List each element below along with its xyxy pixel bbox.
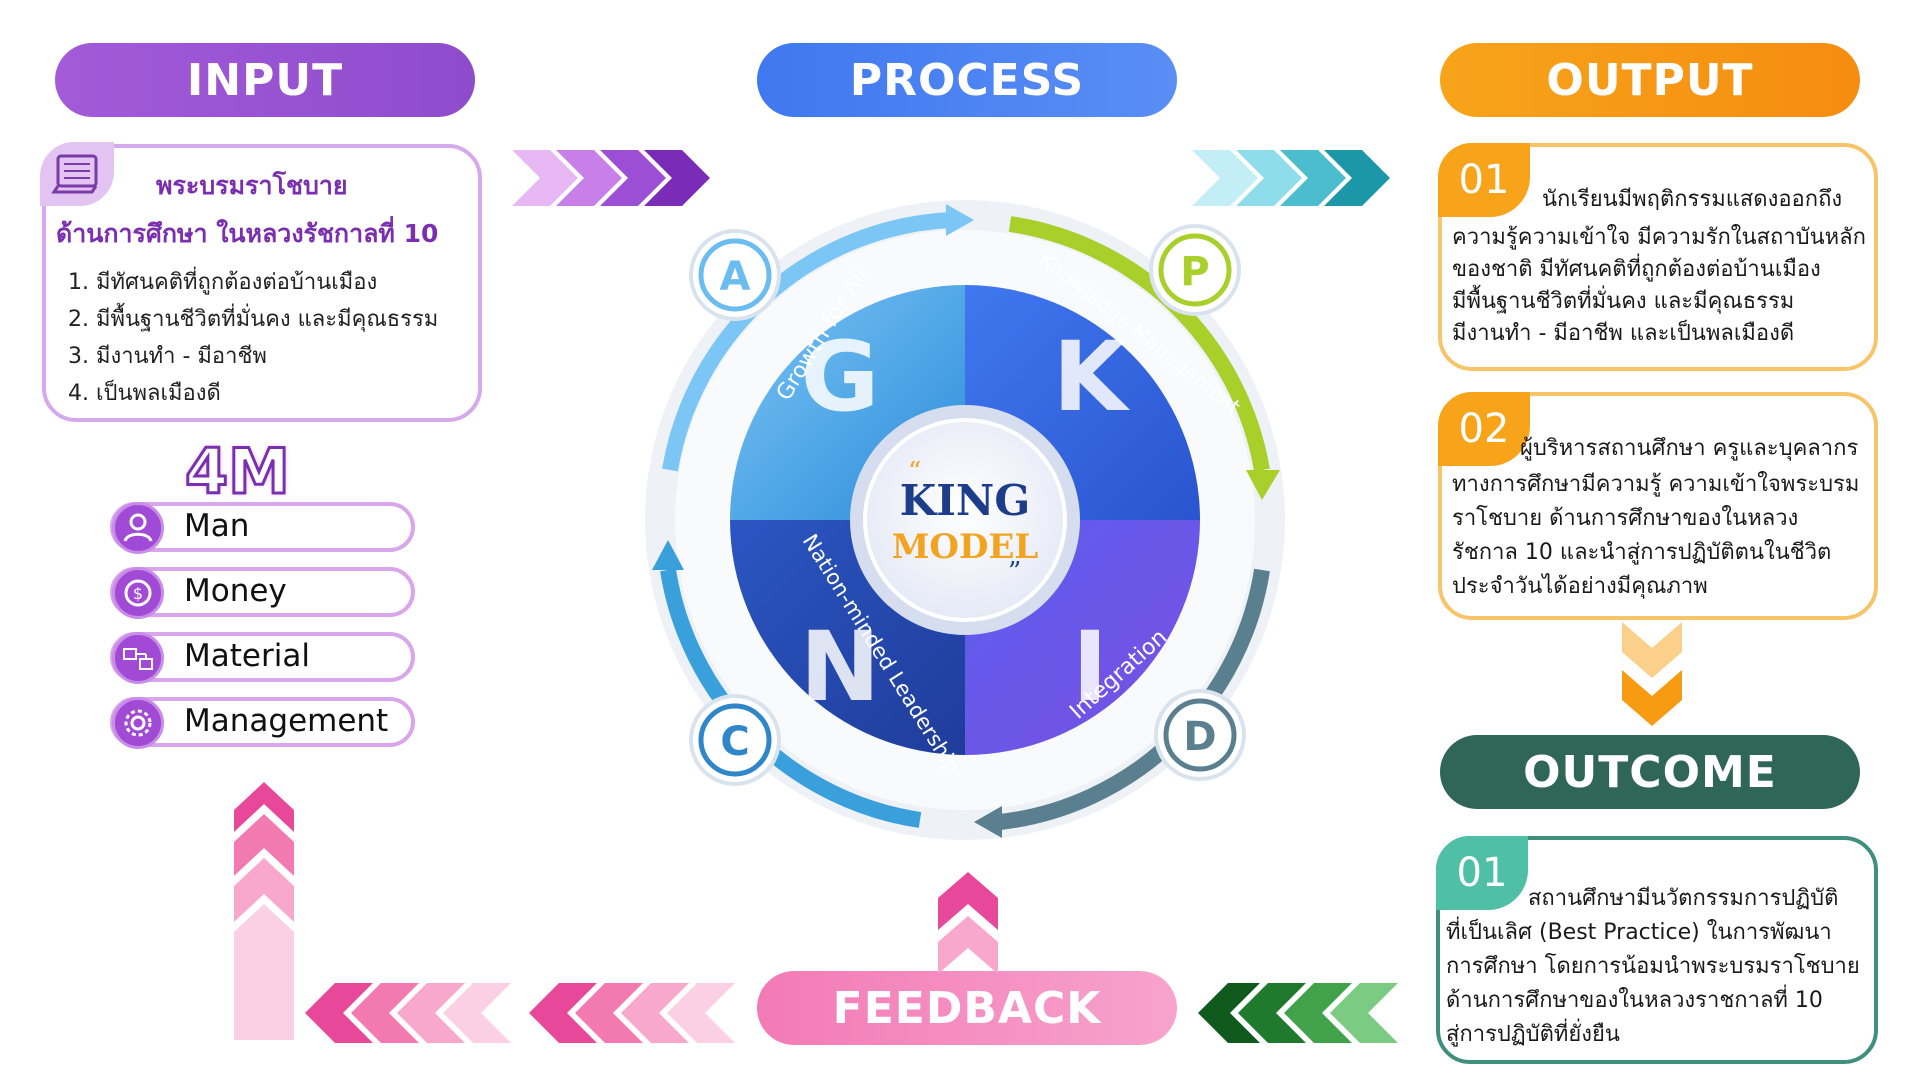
center-circle [863,418,1067,622]
letter-n: N [800,611,880,723]
output-card-1: 01 นักเรียนมีพฤติกรรมแสดงออกถึง ความรู้ค… [1438,143,1878,371]
output-1-line-5: มีงานทำ - มีอาชีพ และเป็นพลเมืองดี [1452,321,1795,346]
outcome-header: OUTCOME [1440,735,1860,809]
cycle-c: C [720,719,749,765]
letter-g: G [801,321,880,433]
output-2-line-5: ประจำวันได้อย่างมีคุณภาพ [1452,574,1708,599]
material-tools-icon [112,632,164,684]
m-row-management: Management [110,697,415,749]
cycle-a: A [720,254,751,300]
m-label-management: Management [184,703,389,739]
dollar-coin-icon: $ [112,567,164,619]
gear-icon [112,697,164,749]
center-king: KING [900,476,1030,525]
outcome-card: 01 สถานศึกษามีนวัตกรรมการปฏิบัติ ที่เป็น… [1436,836,1878,1064]
output-1-line-3: ของชาติ มีทัศนคติที่ถูกต้องต่อบ้านเมือง [1452,257,1821,282]
feedback-up-arrow [938,872,998,974]
m-label-material: Material [184,638,310,674]
center-model: MODEL [892,527,1039,567]
input-item-4: 4. เป็นพลเมืองดี [68,381,221,406]
input-item-2: 2. มีพื้นฐานชีวิตที่มั่นคง และมีคุณธรรม [68,307,439,332]
letter-i: I [1072,611,1108,723]
process-to-output-arrow [1192,150,1390,206]
output-1-line-4: มีพื้นฐานชีวิตที่มั่นคง และมีคุณธรรม [1452,289,1795,314]
cycle-p: P [1180,249,1209,295]
outcome-line-5: สู่การปฏิบัติที่ยั่งยืน [1446,1022,1620,1047]
input-header: INPUT [55,43,475,117]
output-2-line-4: รัชกาล 10 และนำสู่การปฏิบัติตนในชีวิต [1452,540,1832,565]
m-row-money: $ Money [110,567,415,619]
output-card-2: 02 ผู้บริหารสถานศึกษา ครูและบุคลากร ทางก… [1438,392,1878,620]
book-icon [40,142,114,206]
output-number-1: 01 [1438,143,1530,217]
outcome-number: 01 [1436,836,1528,910]
output-1-line-1: นักเรียนมีพฤติกรรมแสดงออกถึง [1542,187,1843,212]
m-row-man: Man [110,502,415,554]
m-label-money: Money [184,573,287,609]
letter-k: K [1053,321,1131,433]
king-model-diagram: G K N I Growth for All Knowledge Managem… [645,200,1285,840]
m-label-man: Man [184,508,250,544]
input-card: พระบรมราโชบาย ด้านการศึกษา ในหลวงรัชกาลท… [40,142,482,422]
process-header: PROCESS [757,43,1177,117]
output-to-outcome-arrow [1622,622,1682,726]
feedback-to-left-arrow [305,983,735,1043]
outcome-line-2: ที่เป็นเลิศ (Best Practice) ในการพัฒนา [1446,920,1832,945]
left-up-arrow [234,782,294,1040]
svg-text:$: $ [133,584,143,603]
output-2-line-3: ราโชบาย ด้านการศึกษาของในหลวง [1452,506,1799,531]
outcome-line-3: การศึกษา โดยการน้อมนำพระบรมราโชบาย [1446,954,1860,979]
outcome-to-feedback-arrow [1198,983,1398,1043]
person-icon [112,502,164,554]
four-m-title: 4M [184,435,292,508]
output-2-line-1: ผู้บริหารสถานศึกษา ครูและบุคลากร [1520,436,1859,461]
input-title-line1: พระบรมราโชบาย [156,171,348,200]
close-quote: ” [1008,557,1021,587]
output-header: OUTPUT [1440,43,1860,117]
output-1-line-2: ความรู้ความเข้าใจ มีความรักในสถาบันหลัก [1452,225,1866,250]
m-row-material: Material [110,632,415,684]
outcome-line-4: ด้านการศึกษาของในหลวงราชกาลที่ 10 [1446,988,1823,1013]
open-quote: “ [908,457,921,487]
cycle-d: D [1183,714,1216,760]
feedback-header: FEEDBACK [757,971,1177,1045]
input-item-1: 1. มีทัศนคติที่ถูกต้องต่อบ้านเมือง [68,270,378,295]
output-number-2: 02 [1438,392,1530,466]
input-to-process-arrow [512,150,710,206]
input-title-line2: ด้านการศึกษา ในหลวงรัชกาลที่ 10 [56,219,439,248]
outcome-line-1: สถานศึกษามีนวัตกรรมการปฏิบัติ [1528,886,1839,911]
output-2-line-2: ทางการศึกษามีความรู้ ความเข้าใจพระบรม [1452,472,1860,497]
input-item-3: 3. มีงานทำ - มีอาชีพ [68,344,267,369]
